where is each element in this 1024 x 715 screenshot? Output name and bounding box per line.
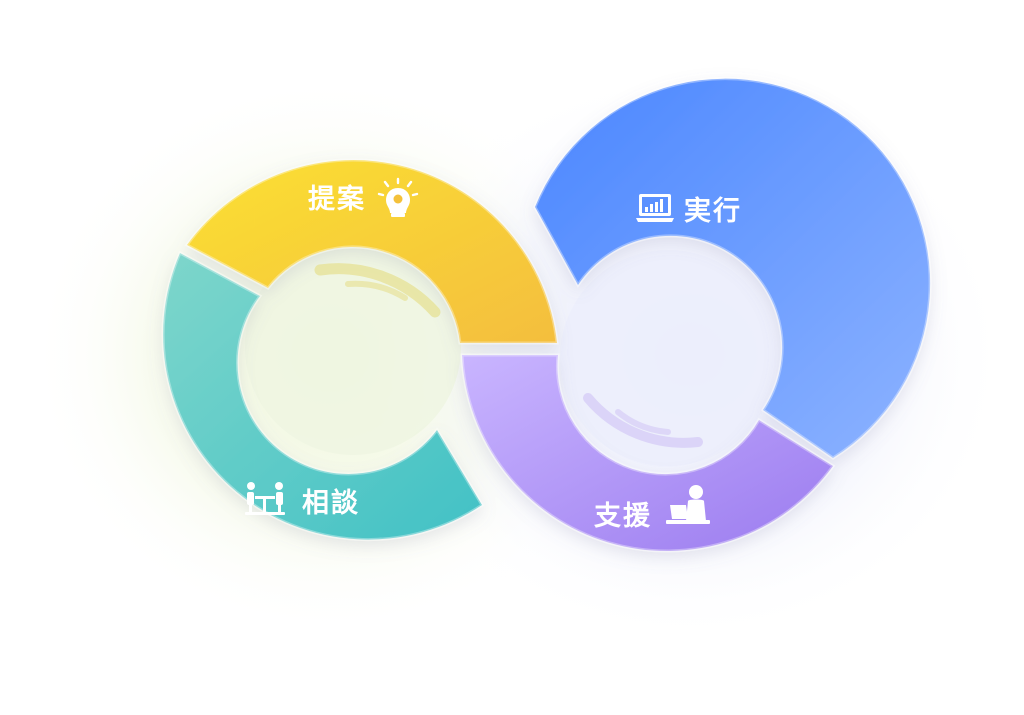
right-inner-disc [560,250,776,466]
laptop-chart-icon [636,194,674,222]
segment-execute[interactable] [533,77,932,460]
label-proposal: 提案 [308,183,366,215]
meeting-people-icon [245,482,285,515]
segment-proposal[interactable] [184,158,559,345]
person-at-laptop-icon [666,485,710,524]
label-support: 支援 [594,501,652,532]
label-execute: 実行 [684,195,742,227]
lightbulb-head-icon [377,177,419,217]
segment-support[interactable] [460,353,836,553]
right-reflection [583,393,703,448]
left-reflection [314,263,441,318]
segment-consult[interactable] [161,250,485,542]
label-consult: 相談 [302,487,360,519]
